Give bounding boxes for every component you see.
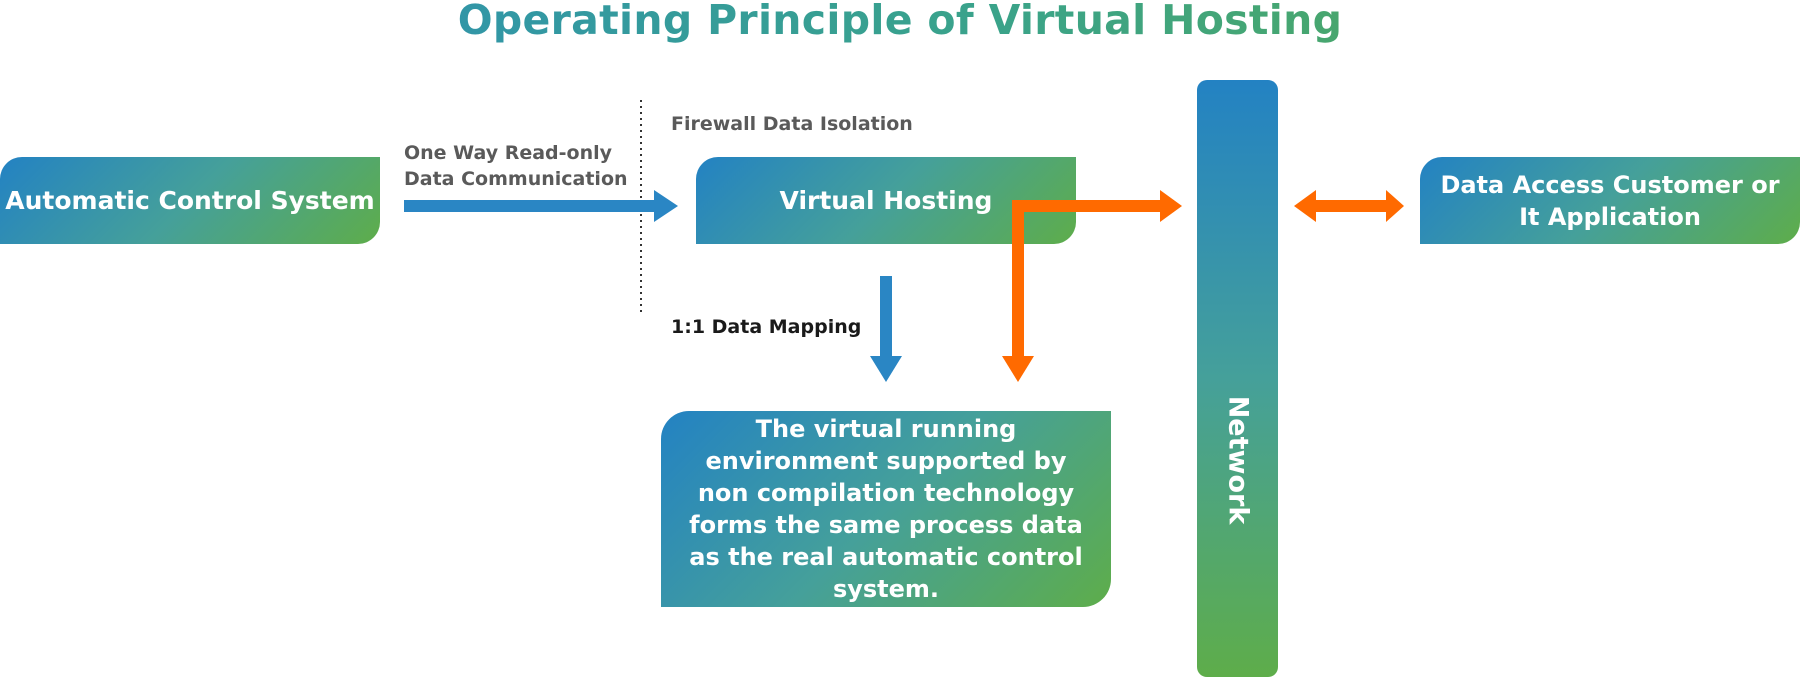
- data-access-customer-node: Data Access Customer or It Application: [1420, 157, 1800, 244]
- automatic-control-system-label: Automatic Control System: [5, 186, 375, 215]
- one-way-label-line2: Data Communication: [404, 168, 628, 190]
- one-way-communication-label: One Way Read-only Data Communication: [404, 140, 628, 192]
- data-access-customer-label: Data Access Customer or It Application: [1440, 170, 1780, 231]
- network-node: Network: [1197, 80, 1278, 677]
- double-arrow-icon: [1294, 190, 1404, 222]
- virtual-environment-description: The virtual running environment supporte…: [689, 415, 1083, 603]
- arrow-down-icon: [870, 276, 902, 382]
- virtual-environment-node: The virtual running environment supporte…: [661, 411, 1111, 607]
- virtual-hosting-label: Virtual Hosting: [779, 186, 993, 215]
- diagram-title: Operating Principle of Virtual Hosting: [0, 0, 1800, 44]
- orange-connector-arrow: [1002, 190, 1182, 382]
- firewall-isolation-label: Firewall Data Isolation: [671, 113, 913, 135]
- one-way-label-line1: One Way Read-only: [404, 142, 612, 164]
- automatic-control-system-node: Automatic Control System: [0, 157, 380, 244]
- data-mapping-label: 1:1 Data Mapping: [671, 316, 862, 338]
- arrow-right-icon: [404, 190, 678, 222]
